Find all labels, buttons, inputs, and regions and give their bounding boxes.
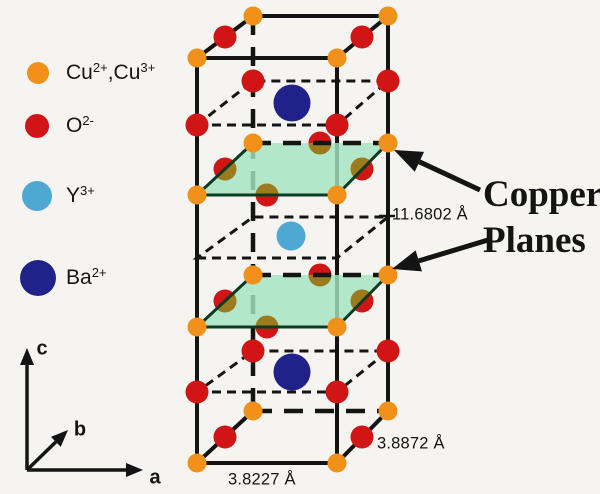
copper-plane-border (193, 273, 390, 329)
axis-label-c: c (36, 337, 48, 360)
o-atom-tinted (308, 275, 332, 287)
arrow-head (392, 250, 422, 272)
copper-planes-label-line1: Copper (483, 174, 600, 215)
o-atom (185, 380, 209, 404)
ba-atom (273, 353, 311, 391)
o-atom-tinted (255, 183, 279, 195)
cu-atom (378, 133, 398, 153)
o-atom (213, 25, 237, 49)
copper-plane-arrow (392, 237, 489, 272)
a-axis-dimension-label: 3.8227 Å (228, 470, 296, 489)
b-axis-dimension-label: 3.8872 Å (377, 434, 445, 453)
legend-label-cu: Cu2+,Cu3+ (66, 60, 156, 84)
arrow-shaft (418, 237, 489, 264)
legend-label-y: Y3+ (66, 183, 95, 207)
o-atom (241, 69, 265, 93)
o-atom (350, 425, 374, 449)
cu-atom (187, 317, 207, 337)
cu-atom (327, 48, 347, 68)
cu-atom (243, 401, 263, 421)
arrow-head (126, 463, 143, 477)
copper-plane-upper (193, 131, 390, 207)
o-atom (241, 339, 265, 363)
cu-atom (187, 453, 207, 473)
arrow-head (50, 430, 68, 447)
legend-swatches (20, 62, 56, 296)
barium-plane-upper (192, 79, 393, 127)
legend-label-ba: Ba2+ (66, 265, 107, 289)
atoms (185, 6, 400, 473)
cu-atom (327, 453, 347, 473)
axis-arrow-b (25, 430, 68, 472)
legend-swatch-o (25, 114, 49, 138)
ba-atom (273, 84, 311, 122)
barium-plane-lower (192, 349, 393, 394)
o-atom-tinted (255, 315, 279, 327)
axis-label-a: a (149, 466, 161, 489)
cu-atom (327, 185, 347, 205)
cu-atom (327, 317, 347, 337)
cu-atom (243, 6, 263, 26)
copper-plane-border (193, 141, 390, 197)
axis-arrow-a (27, 463, 143, 477)
yttrium-plane (192, 215, 393, 260)
arrow-head (394, 150, 425, 172)
o-atom (325, 113, 349, 137)
o-atom (350, 25, 374, 49)
copper-planes-label-line2: Planes (483, 220, 586, 261)
copper-plane-arrow (394, 150, 482, 193)
legend-swatch-ba (20, 260, 56, 296)
o-atom (376, 339, 400, 363)
copper-plane-fill (197, 275, 388, 327)
arrow-shaft (25, 440, 58, 472)
cu-atom (187, 48, 207, 68)
y-atom (276, 221, 306, 251)
copper-plane-fill (197, 143, 388, 195)
arrow-shaft (418, 159, 482, 193)
legend-swatch-y (22, 181, 52, 211)
o-atom (185, 113, 209, 137)
coordinate-axes (20, 348, 143, 477)
o-atom (213, 425, 237, 449)
cu-atom (243, 265, 263, 285)
cu-atom (378, 6, 398, 26)
cu-atom (243, 133, 263, 153)
cu-atom (378, 401, 398, 421)
copper-planes-label: Copper Planes (483, 172, 600, 264)
o-atom-tinted (308, 143, 332, 155)
c-axis-dimension-label: 11.6802 Å (392, 205, 468, 224)
copper-plane-lower (193, 263, 390, 339)
cu-atom (378, 265, 398, 285)
legend-label-o: O2- (66, 113, 94, 137)
axis-label-b: b (73, 418, 87, 441)
o-atom (325, 380, 349, 404)
arrow-head (20, 348, 34, 365)
o-atom (376, 69, 400, 93)
axis-arrow-c (20, 348, 34, 470)
legend-swatch-cu (27, 62, 49, 84)
dashed-lattice-planes (192, 79, 393, 394)
cu-atom (187, 185, 207, 205)
